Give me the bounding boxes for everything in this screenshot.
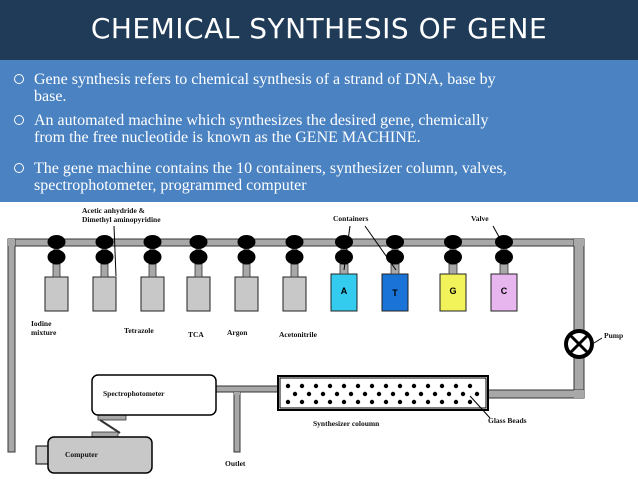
reagent-bottle-argon [234, 245, 259, 312]
glass-bead [369, 383, 375, 389]
title-bar: CHEMICAL SYNTHESIS OF GENE [0, 0, 638, 60]
glass-bead [411, 399, 417, 405]
glass-bead [306, 391, 312, 397]
glass-bead [460, 391, 466, 397]
glass-bead [404, 391, 410, 397]
label-valve: Valve [471, 214, 489, 223]
computer-link [91, 414, 127, 438]
bullet-circle-icon [14, 74, 24, 84]
bullet-text: The gene machine contains the 10 contain… [34, 160, 619, 194]
glass-bead [383, 399, 389, 405]
glass-bead [334, 391, 340, 397]
label-outlet: Outlet [225, 459, 246, 468]
glass-beads [285, 383, 480, 405]
glass-bead [474, 391, 480, 397]
gene-machine-diagram: A T G C [7, 206, 623, 474]
spectrophotometer [91, 374, 217, 416]
glass-bead [446, 391, 452, 397]
label-mixture: mixture [31, 328, 57, 337]
glass-bead [327, 383, 333, 389]
glass-bead [369, 399, 375, 405]
glass-bead [432, 391, 438, 397]
outlet-pipe [233, 391, 241, 453]
leader-lines [113, 225, 603, 419]
label-spectrophotometer: Spectrophotometer [103, 389, 165, 398]
glass-bead [467, 383, 473, 389]
pump-icon [564, 329, 594, 359]
bullet-line: base. [34, 88, 67, 105]
bullet-line: from the free nucleotide is known as the… [34, 129, 421, 146]
label-acetonitrile: Acetonitrile [279, 330, 318, 339]
bullet-line: spectrophotometer, programmed computer [34, 177, 307, 194]
reagent-bottle-tetrazole [140, 245, 165, 312]
glass-bead [411, 383, 417, 389]
glass-bead [327, 399, 333, 405]
nucleotide-bottle-a: A [330, 245, 358, 312]
bullet-circle-icon [14, 163, 24, 173]
nucleotide-letter: C [501, 286, 508, 296]
glass-bead [348, 391, 354, 397]
label-containers: Containers [333, 214, 368, 223]
label-argon: Argon [227, 328, 248, 337]
nucleotide-letter: G [449, 286, 456, 296]
glass-bead [313, 383, 319, 389]
glass-bead [397, 383, 403, 389]
bullet-text: An automated machine which synthesizes t… [34, 112, 619, 146]
label-glass-beads: Glass Beads [488, 416, 527, 425]
glass-bead [467, 399, 473, 405]
glass-bead [425, 399, 431, 405]
glass-bead [355, 399, 361, 405]
glass-bead [299, 399, 305, 405]
reagent-bottle-iodine [44, 245, 69, 312]
label-pump: Pump [604, 331, 623, 340]
bullet-panel [0, 60, 638, 202]
glass-bead [439, 399, 445, 405]
slide-title: CHEMICAL SYNTHESIS OF GENE [90, 12, 548, 45]
nucleotide-bottle-g: G [439, 245, 467, 312]
bullet-text: Gene synthesis refers to chemical synthe… [34, 71, 619, 105]
label-tetrazole: Tetrazole [124, 326, 154, 335]
glass-bead [285, 383, 291, 389]
glass-bead [362, 391, 368, 397]
glass-bead [425, 383, 431, 389]
reagent-bottle-acetic [92, 245, 117, 312]
nucleotide-bottle-c: C [490, 245, 518, 312]
glass-bead [299, 383, 305, 389]
bullet-line: An automated machine which synthesizes t… [34, 112, 489, 129]
glass-bead [383, 383, 389, 389]
nucleotide-letter: A [341, 286, 348, 296]
bullet-line: Gene synthesis refers to chemical synthe… [34, 71, 496, 88]
label-synthesizer-column: Synthesizer coloumn [313, 419, 380, 428]
label-dimethyl: Dimethyl aminopyridine [82, 215, 161, 224]
glass-bead [418, 391, 424, 397]
glass-bead [313, 399, 319, 405]
glass-bead [341, 383, 347, 389]
glass-bead [341, 399, 347, 405]
label-computer: Computer [65, 450, 99, 459]
glass-bead [390, 391, 396, 397]
glass-bead [376, 391, 382, 397]
glass-bead [453, 399, 459, 405]
glass-bead [320, 391, 326, 397]
label-tca: TCA [188, 330, 204, 339]
glass-bead [285, 399, 291, 405]
reagent-bottle-acetonitrile [282, 245, 307, 312]
glass-bead [439, 383, 445, 389]
glass-bead [355, 383, 361, 389]
glass-bead [397, 399, 403, 405]
valve-caps [47, 235, 513, 249]
reagent-bottle-tca [186, 245, 211, 312]
label-iodine: Iodine [31, 319, 52, 328]
nucleotide-letter: T [392, 288, 398, 298]
bullet-circle-icon [14, 115, 24, 125]
glass-bead [292, 391, 298, 397]
computer [35, 436, 153, 474]
label-acetic: Acetic anhydride & [82, 206, 145, 215]
bullet-line: The gene machine contains the 10 contain… [34, 160, 507, 177]
glass-bead [453, 383, 459, 389]
